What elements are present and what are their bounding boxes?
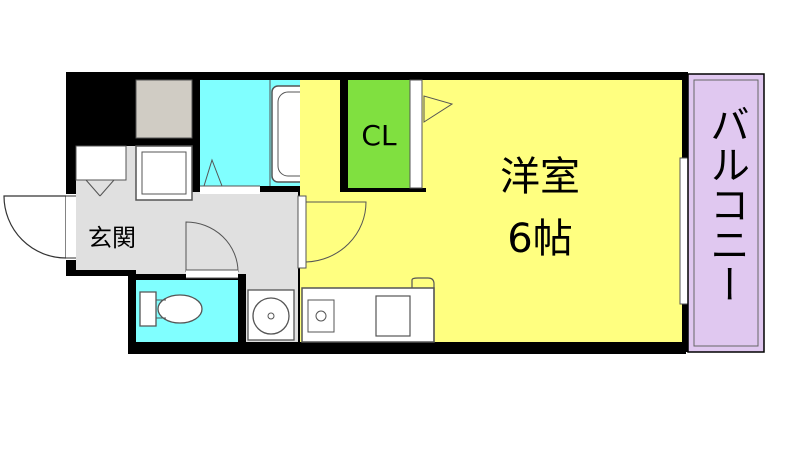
balcony-label: バルコニー	[703, 104, 749, 304]
shoe-cabinet	[75, 145, 127, 181]
kitchen-counter	[301, 287, 435, 343]
toilet-bowl	[139, 291, 157, 327]
kitchen-sink	[375, 295, 411, 337]
toilet-door-swing	[185, 221, 239, 273]
storage-room	[135, 79, 193, 139]
room-door-swing	[305, 201, 367, 263]
western-room-label: 洋室	[500, 154, 580, 200]
outside-notch-right	[686, 352, 690, 356]
balcony-window	[679, 157, 689, 305]
closet-door-icon	[423, 95, 454, 123]
washer-space	[135, 145, 193, 201]
entrance-label: 玄関	[88, 224, 136, 252]
closet-overlay	[348, 80, 410, 188]
western-room-size-label: 6帖	[507, 216, 572, 262]
balcony	[687, 73, 765, 353]
front-door-gap	[66, 194, 76, 260]
outside-notch	[66, 276, 128, 356]
closet-label: CL	[361, 119, 397, 152]
front-door-swing	[3, 195, 67, 259]
stove	[307, 299, 335, 333]
